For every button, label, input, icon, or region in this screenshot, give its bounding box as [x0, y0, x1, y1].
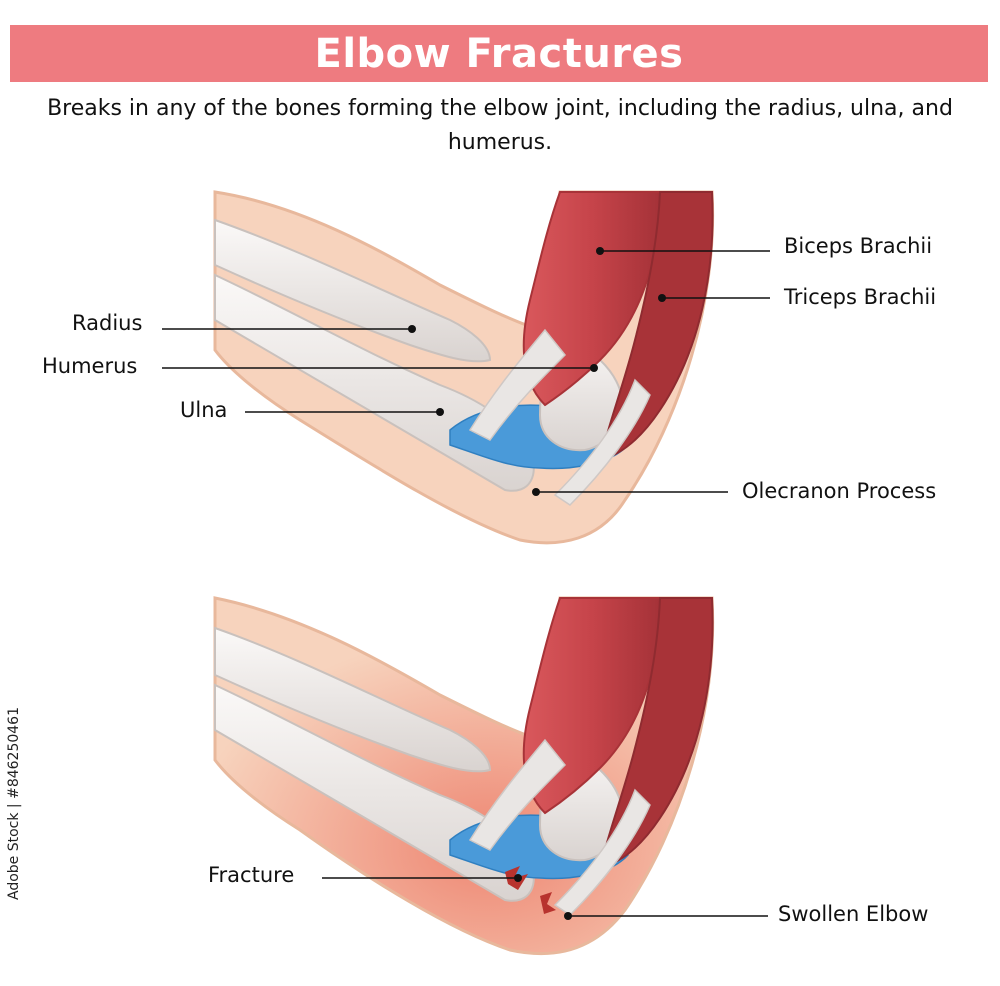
- label-swollen-elbow: Swollen Elbow: [778, 902, 929, 926]
- triceps-tendon: [553, 378, 651, 506]
- label-olecranon-process: Olecranon Process: [742, 479, 937, 503]
- stock-id-watermark: Adobe Stock | #846250461: [6, 707, 22, 900]
- label-humerus: Humerus: [42, 354, 138, 378]
- biceps-tendon-2: [468, 738, 567, 851]
- page-title: Elbow Fractures: [314, 30, 684, 77]
- title-bar: Elbow Fractures: [10, 25, 988, 82]
- pointer-lines: [162, 250, 770, 493]
- radius-bone: [214, 218, 492, 363]
- radius-bone-2: [214, 626, 492, 773]
- label-radius: Radius: [72, 311, 143, 335]
- pointer-lines-2: [322, 877, 768, 917]
- biceps-tendon: [468, 328, 567, 441]
- pointer-dots: [408, 247, 666, 496]
- label-ulna: Ulna: [180, 398, 228, 422]
- normal-elbow-diagram: [162, 190, 770, 545]
- label-fracture: Fracture: [208, 863, 295, 887]
- fractured-elbow-diagram: [213, 596, 768, 956]
- page-subtitle: Breaks in any of the bones forming the e…: [47, 96, 953, 155]
- label-triceps-brachii: Triceps Brachii: [784, 285, 937, 309]
- pointer-dots-2: [514, 874, 572, 920]
- fracture-mark-2: [540, 892, 556, 914]
- label-biceps-brachii: Biceps Brachii: [784, 234, 933, 258]
